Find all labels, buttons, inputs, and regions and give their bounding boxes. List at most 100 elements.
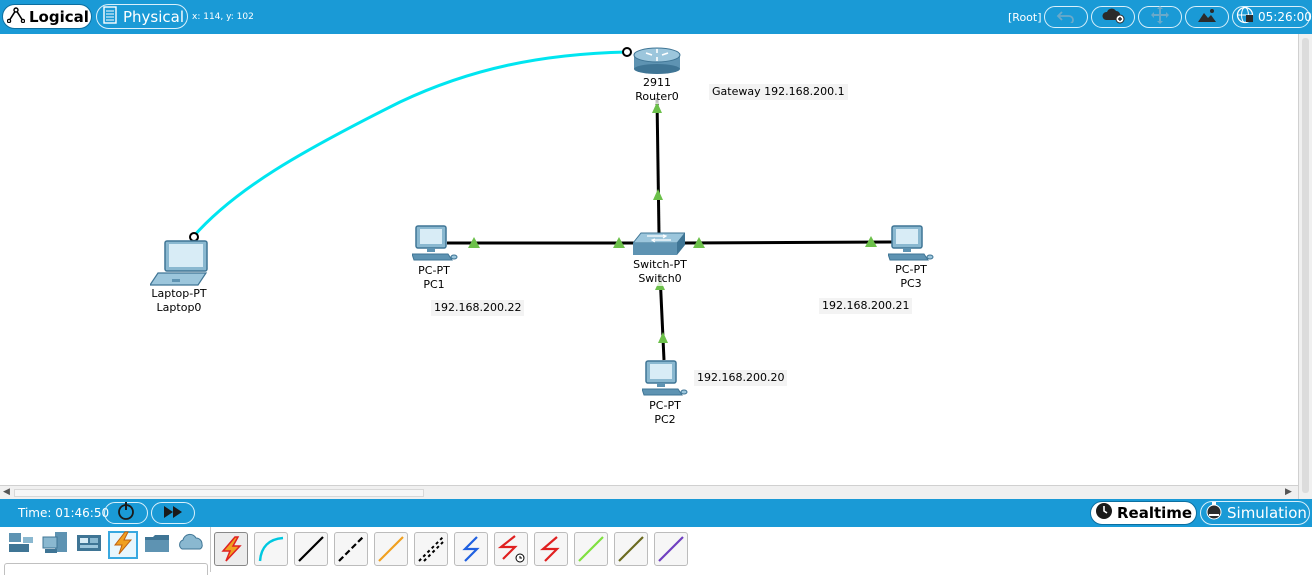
- iot-custom-cable-icon: [615, 536, 647, 569]
- cable-console[interactable]: [254, 532, 288, 566]
- tab-physical-label: Physical: [123, 7, 185, 26]
- cable-serial-dce[interactable]: [494, 532, 528, 566]
- realtime-clock-icon: [1091, 502, 1117, 524]
- cable-copper-straight[interactable]: [294, 532, 328, 566]
- copper-crossover-icon: [335, 536, 367, 569]
- category-miscellaneous[interactable]: [142, 531, 172, 559]
- back-arrow-icon: [1056, 8, 1076, 27]
- laptop-icon: [148, 240, 210, 291]
- components-icon: [75, 531, 103, 559]
- tab-logical[interactable]: Logical: [2, 4, 92, 29]
- pc-icon: [887, 225, 934, 268]
- power-cycle-button[interactable]: [104, 502, 148, 524]
- pc3-model: PC-PT: [895, 263, 927, 276]
- cable-iot-custom[interactable]: [614, 532, 648, 566]
- tab-physical[interactable]: Physical: [96, 4, 188, 29]
- switch0-model: Switch-PT: [633, 258, 687, 271]
- cable-fiber[interactable]: [374, 532, 408, 566]
- back-button[interactable]: [1044, 6, 1088, 28]
- set-background-button[interactable]: [1185, 6, 1229, 28]
- console-link-laptop0-router0[interactable]: [191, 50, 628, 238]
- globe-network-icon: [1236, 6, 1254, 28]
- console-cable-icon: [255, 536, 287, 569]
- vertical-scrollbar-thumb[interactable]: [1302, 38, 1309, 493]
- link-status-indicators: [468, 102, 877, 343]
- topology-links: [189, 47, 896, 361]
- pc3-device[interactable]: [887, 224, 934, 264]
- switch0-device[interactable]: [631, 231, 687, 257]
- pc-icon: [641, 360, 688, 403]
- pc1-model: PC-PT: [418, 264, 450, 277]
- note-pc2-ip[interactable]: 192.168.200.20: [694, 370, 788, 386]
- pc1-device[interactable]: [411, 224, 458, 264]
- vertical-scrollbar[interactable]: [1298, 34, 1312, 499]
- switch0-label: Switch-PT Switch0: [626, 258, 694, 286]
- cable-coaxial[interactable]: [454, 532, 488, 566]
- category-end-devices[interactable]: [40, 531, 70, 559]
- cursor-coordinates: x: 114, y: 102: [192, 12, 254, 22]
- new-cluster-button[interactable]: [1091, 6, 1135, 28]
- move-object-button[interactable]: [1138, 6, 1182, 28]
- link-router0-switch0[interactable]: [655, 97, 661, 235]
- serial-dte-icon: [535, 536, 567, 569]
- logical-workspace[interactable]: 2911 Router0 Switch-PT Switch0 PC-PT PC1…: [0, 34, 1298, 485]
- cable-copper-crossover[interactable]: [334, 532, 368, 566]
- multiuser-icon: [176, 531, 206, 559]
- realtime-label: Realtime: [1117, 504, 1193, 522]
- note-pc1-ip[interactable]: 192.168.200.22: [431, 300, 525, 316]
- pc2-device[interactable]: [641, 359, 688, 399]
- horizontal-scrollbar-thumb[interactable]: [14, 489, 424, 497]
- connections-icon: [111, 531, 135, 559]
- laptop0-device[interactable]: [148, 239, 210, 287]
- serial-dce-icon: [495, 535, 527, 569]
- simulation-time: Time: 01:46:50: [18, 506, 110, 520]
- pc1-label: PC-PT PC1: [408, 264, 460, 292]
- switch0-name: Switch0: [638, 272, 682, 285]
- link-switch0-pc3[interactable]: [682, 240, 896, 245]
- root-path-label[interactable]: [Root]: [1008, 11, 1042, 24]
- pc1-name: PC1: [423, 278, 445, 291]
- link-up-indicator: [468, 237, 480, 248]
- cable-serial-dte[interactable]: [534, 532, 568, 566]
- simulation-mode-button[interactable]: Simulation: [1200, 501, 1310, 525]
- physical-rack-icon: [97, 5, 123, 28]
- scroll-left-icon[interactable]: ◀: [3, 487, 10, 497]
- link-up-indicator: [865, 236, 877, 247]
- top-toolbar: Logical Physical x: 114, y: 102 [Root] 0…: [0, 0, 1312, 34]
- pc2-name: PC2: [654, 413, 676, 426]
- cable-automatic[interactable]: [214, 532, 248, 566]
- realtime-mode-button[interactable]: Realtime: [1090, 501, 1197, 525]
- laptop0-model: Laptop-PT: [151, 287, 207, 300]
- cable-phone[interactable]: [414, 532, 448, 566]
- laptop0-label: Laptop-PT Laptop0: [144, 287, 214, 315]
- fiber-cable-icon: [375, 536, 407, 569]
- link-up-indicator: [653, 189, 663, 200]
- viewport-clock[interactable]: 05:26:00: [1232, 6, 1312, 28]
- category-network-devices[interactable]: [6, 531, 36, 559]
- note-pc3-ip[interactable]: 192.168.200.21: [819, 298, 913, 314]
- category-multiuser[interactable]: [176, 531, 206, 559]
- cable-octal[interactable]: [574, 532, 608, 566]
- note-gateway[interactable]: Gateway 192.168.200.1: [709, 84, 848, 100]
- fast-forward-button[interactable]: [151, 502, 195, 524]
- pc-icon: [411, 225, 458, 268]
- category-components[interactable]: [74, 531, 104, 559]
- category-connections[interactable]: [108, 531, 138, 559]
- tab-logical-label: Logical: [29, 7, 89, 26]
- cable-usb[interactable]: [654, 532, 688, 566]
- scroll-right-icon[interactable]: ▶: [1285, 487, 1292, 497]
- router0-model: 2911: [643, 76, 671, 89]
- pc3-label: PC-PT PC3: [885, 263, 937, 291]
- octal-cable-icon: [575, 536, 607, 569]
- time-toolbar: Time: 01:46:50 Realtime Simulation: [0, 499, 1312, 527]
- horizontal-scrollbar[interactable]: ◀ ▶: [0, 485, 1298, 499]
- miscellaneous-icon: [143, 531, 171, 559]
- pc2-label: PC-PT PC2: [639, 399, 691, 427]
- simulation-stopwatch-icon: [1201, 501, 1227, 525]
- coaxial-cable-icon: [455, 536, 487, 569]
- router-icon: [632, 47, 682, 78]
- device-subtype-list[interactable]: [4, 563, 208, 575]
- fast-forward-icon: [163, 504, 183, 523]
- router0-device[interactable]: [632, 44, 682, 74]
- end-devices-icon: [41, 531, 69, 559]
